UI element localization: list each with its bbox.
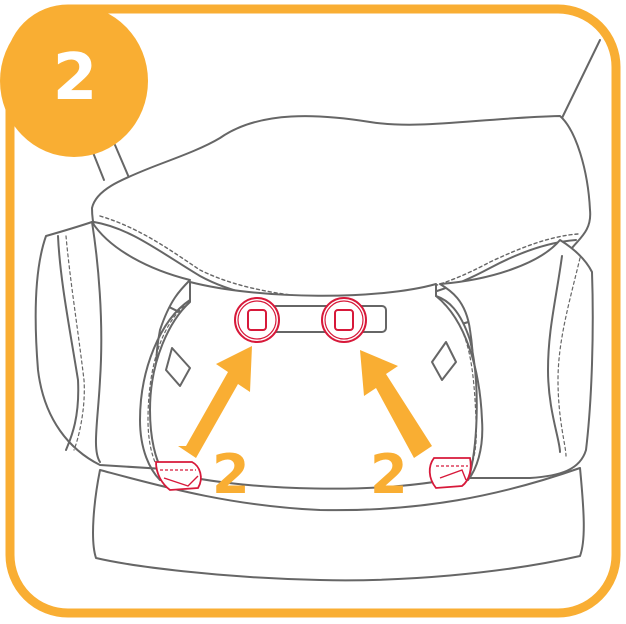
leg-band-right-stitch [443, 303, 477, 479]
panel-border [5, 4, 621, 618]
side-panel-left-fold [91, 221, 103, 463]
side-panel-left-inner [57, 235, 80, 451]
step-number-badge: 2 [0, 5, 148, 157]
waist-belt [92, 467, 585, 582]
shoulder-strap-left [91, 144, 131, 181]
leg-band-left-stitch [147, 305, 185, 479]
side-panel-left-stitch [65, 235, 85, 451]
strap-loop-left [155, 461, 202, 491]
leg-band-left [139, 299, 191, 481]
callout-number-right: 2 [370, 443, 408, 506]
side-tab-left [165, 347, 191, 387]
side-tab-right [431, 341, 457, 381]
shoulder-strap-right [561, 39, 601, 119]
arrow-up-left-icon [360, 350, 432, 458]
buckle-button-left [234, 297, 280, 343]
side-panel-right-inner [547, 255, 563, 453]
step-number: 2 [52, 41, 98, 115]
arrow-up-right-icon [178, 346, 252, 458]
buckle-button-right [321, 297, 367, 343]
strap-loop-right [428, 457, 472, 489]
callout-number-left: 2 [212, 443, 250, 506]
